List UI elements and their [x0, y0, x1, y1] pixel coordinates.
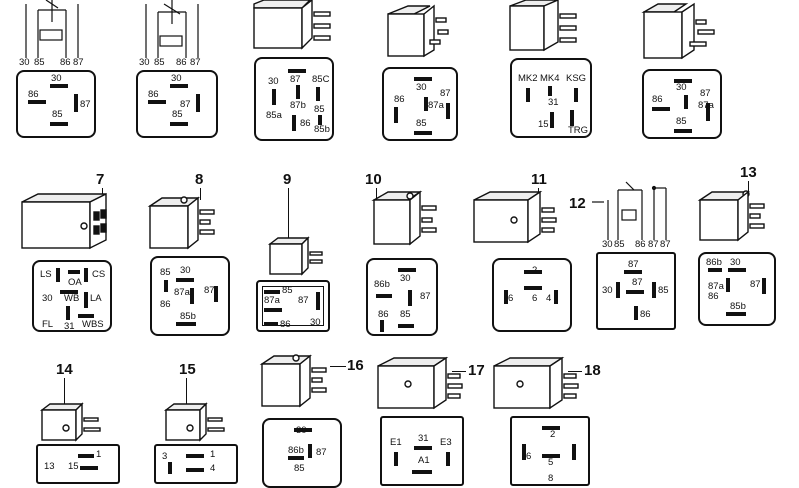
pin-face-8: 85 30 87a 86 87 85b	[150, 256, 230, 336]
relay-schematic-12	[592, 181, 667, 240]
pin-face-11: 2 6 6 4	[492, 258, 572, 332]
relay-body-11	[473, 190, 557, 244]
figure-number-18: 18	[584, 362, 601, 379]
schematic-pin-label: 86	[176, 57, 187, 68]
pin-face-f: 30 86 87 87a 85	[642, 69, 722, 139]
pin-face-d: 30 86 87 87a 85	[382, 67, 458, 141]
pin-face-10: 30 86b 87 86 85	[366, 258, 438, 336]
figure-number-16: 16	[347, 357, 364, 374]
relay-schematic-a	[25, 0, 79, 58]
relay-body-f	[641, 2, 715, 60]
figure-number-10: 10	[365, 171, 382, 188]
schematic-pin-label: 87	[648, 239, 659, 250]
relay-body-e	[509, 0, 577, 52]
schematic-pin-label: 87	[190, 57, 201, 68]
pin-face-12: 87 30 87 85 86	[596, 252, 676, 330]
figure-number-7: 7	[96, 171, 105, 188]
figure-number-14: 14	[56, 361, 73, 378]
pin-face-15: 3 1 4	[154, 444, 238, 484]
relay-body-14	[39, 402, 101, 442]
pin-face-14: 1 13 15	[36, 444, 120, 484]
pin-face-e: MK2 MK4 KSG 31 15 TRG	[510, 58, 592, 138]
pin-face-18: 2 6 5 8	[510, 416, 590, 486]
schematic-pin-label: 30	[602, 239, 613, 250]
figure-number-9: 9	[283, 171, 292, 188]
schematic-pin-label: 86	[635, 239, 646, 250]
relay-body-13	[697, 190, 765, 242]
relay-body-d	[387, 4, 449, 58]
relay-body-15	[163, 402, 225, 442]
pin-face-16: 30 86b 87 85	[262, 418, 342, 488]
schematic-pin-label: 85	[614, 239, 625, 250]
figure-number-13: 13	[740, 164, 757, 181]
schematic-pin-label: 85	[34, 57, 45, 68]
relay-body-7	[21, 192, 107, 250]
relay-body-9	[267, 236, 323, 276]
pin-face-9: 85 87a 86 87 30	[256, 280, 330, 332]
relay-body-c	[253, 0, 331, 50]
figure-number-17: 17	[468, 362, 485, 379]
pin-face-13: 86b 30 87a 86 87 85b	[698, 252, 776, 326]
relay-body-16	[259, 354, 327, 408]
pin-face-17: 31 E1 E3 A1	[380, 416, 464, 486]
schematic-pin-label: 30	[19, 57, 30, 68]
schematic-pin-label: 87	[660, 239, 671, 250]
figure-number-8: 8	[195, 171, 204, 188]
schematic-pin-label: 86	[60, 57, 71, 68]
relay-schematic-b	[145, 0, 199, 58]
relay-body-17	[377, 356, 463, 410]
relay-body-18	[493, 356, 579, 410]
schematic-pin-label: 30	[139, 57, 150, 68]
pin-face-b: 30 86 87 85	[136, 70, 218, 138]
figure-number-15: 15	[179, 361, 196, 378]
pin-face-a: 30 86 87 85	[16, 70, 96, 138]
pin-face-c: 30 87 85C 87b 85 85a 86 85b	[254, 57, 334, 141]
pin-face-7: LS OA CS 30 WB LA FL 31 WBS	[32, 260, 112, 332]
figure-number-12: 12	[569, 195, 586, 212]
figure-number-11: 11	[531, 171, 547, 188]
schematic-pin-label: 85	[154, 57, 165, 68]
schematic-pin-label: 87	[73, 57, 84, 68]
relay-body-10	[371, 190, 437, 246]
relay-body-8	[147, 196, 215, 250]
